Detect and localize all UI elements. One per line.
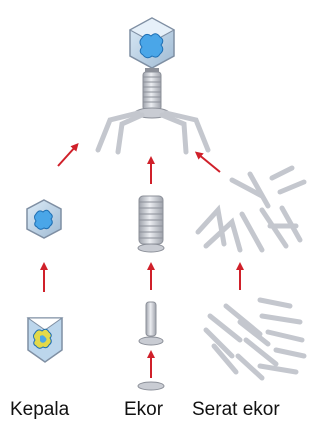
label-head: Kepala (10, 399, 69, 421)
arrow-icon (58, 146, 76, 166)
tail-fiber-icon (198, 168, 304, 250)
label-tail: Ekor (124, 399, 163, 421)
capsid-icon (28, 318, 62, 362)
assembled-phage (98, 18, 208, 152)
arrow-icon (198, 154, 220, 172)
tail-sheath-icon (139, 302, 163, 345)
bacteriophage-icon (98, 18, 208, 152)
baseplate-icon (138, 382, 164, 390)
label-tail-fibers: Serat ekor (192, 399, 280, 421)
tail-fiber-icon (206, 300, 304, 378)
capsid-icon (27, 200, 61, 238)
tail-sheath-icon (138, 196, 164, 252)
